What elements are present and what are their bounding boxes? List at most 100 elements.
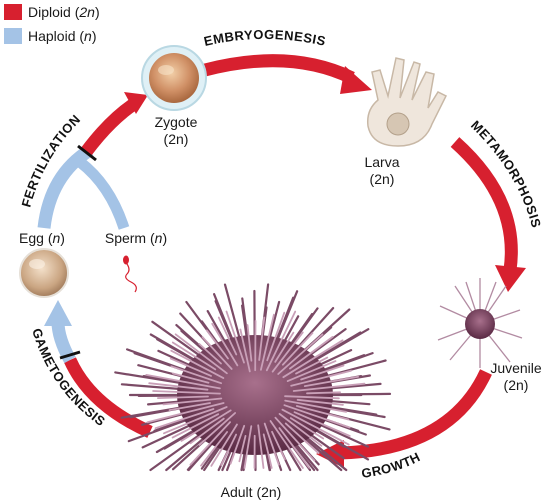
adult-spine-highlight	[168, 402, 212, 412]
adult-spine-highlight	[201, 336, 233, 370]
adult-spine-highlight	[286, 360, 337, 383]
gametogenesis-arrowhead	[44, 300, 72, 326]
adult-spine-highlight	[189, 421, 232, 466]
adult-spine-highlight	[296, 398, 344, 406]
legend-diploid: Diploid (2n)	[4, 4, 100, 20]
egg-image	[19, 248, 69, 298]
adult-spine-highlight	[289, 417, 325, 440]
adult-spine-highlight	[198, 343, 222, 365]
fertilization-arrowhead	[124, 92, 148, 114]
adult-spine-highlight	[266, 311, 286, 362]
adult-spine-highlight	[258, 316, 266, 361]
adult-spine-highlight	[274, 331, 295, 363]
adult-spine-highlight	[295, 405, 350, 421]
adult-spine-highlight	[200, 431, 229, 467]
adult-label: Adult (2n)	[220, 484, 282, 500]
adult-spine-highlight	[239, 328, 251, 373]
adult-spine-highlight	[189, 417, 225, 445]
zygote-label: Zygote (2n)	[148, 114, 204, 148]
adult-spine-highlight	[306, 391, 342, 395]
adult-image	[114, 283, 392, 472]
adult-spine-highlight	[170, 349, 225, 380]
legend-haploid: Haploid (n)	[4, 28, 97, 44]
gametogenesis-label: GAMETOGENESIS	[29, 326, 108, 429]
adult-spine-highlight	[156, 395, 209, 400]
adult-spine-highlight	[283, 404, 351, 429]
haploid-swatch	[4, 28, 22, 44]
adult-spine-highlight	[293, 411, 351, 437]
adult-spine-highlight	[277, 333, 324, 375]
adult-spine-highlight	[278, 412, 323, 447]
gametogenesis-arrow-diploid	[64, 357, 153, 438]
sperm-label: Sperm (n)	[104, 230, 168, 246]
embryogenesis-arrow	[203, 54, 355, 84]
adult-spine-highlight	[198, 412, 237, 446]
adult-spine-highlight	[148, 382, 209, 391]
adult-spine-highlight	[171, 413, 220, 439]
adult-spine-highlight	[262, 433, 273, 469]
adult-spine-highlight	[281, 408, 350, 446]
fertilization-branch-sperm	[76, 157, 130, 230]
adult-spine-highlight	[170, 365, 223, 385]
adult-spine-highlight	[265, 310, 297, 372]
adult-spine-highlight	[246, 324, 253, 362]
adult-spine-highlight	[238, 434, 247, 463]
adult-spine-highlight	[220, 433, 238, 467]
legend-haploid-label: Haploid (n)	[28, 28, 97, 44]
adult-spine-highlight	[162, 397, 223, 406]
adult-spine-highlight	[174, 333, 228, 375]
adult-spine-highlight	[211, 322, 239, 367]
diploid-swatch	[4, 4, 22, 20]
juvenile-image	[437, 278, 523, 368]
adult-spine-highlight	[172, 372, 210, 384]
adult-spine-highlight	[146, 402, 225, 424]
adult-spine-highlight	[217, 316, 238, 356]
fertilization-arrow	[80, 98, 138, 156]
larva-ploidy: (2n)	[369, 171, 395, 187]
adult-spine-highlight	[284, 395, 340, 400]
adult-spine-highlight	[284, 422, 320, 455]
juvenile-label: Juvenile (2n)	[484, 360, 548, 394]
sperm-image	[123, 255, 137, 293]
egg-label: Egg (n)	[19, 230, 65, 246]
adult-spine-highlight	[282, 339, 344, 379]
adult-spine-highlight	[225, 310, 245, 364]
adult-spine-highlight	[171, 341, 217, 371]
adult-spine-highlight	[169, 357, 213, 377]
adult-spine-highlight	[274, 416, 316, 462]
embryogenesis-label: EMBRYOGENESIS	[202, 27, 327, 49]
adult-spine-highlight	[271, 430, 286, 461]
adult-spine-highlight	[162, 406, 228, 435]
adult-spine-highlight	[269, 420, 304, 469]
adult-spine-highlight	[271, 331, 304, 373]
adult-spine-highlight	[243, 425, 253, 469]
adult-spine-highlight	[278, 427, 311, 469]
fertilization-branch-egg	[37, 144, 94, 229]
zygote-image	[141, 45, 207, 111]
adult-spine-highlight	[210, 423, 238, 467]
adult-spine-highlight	[263, 422, 280, 466]
adult-spine-highlight	[284, 399, 348, 413]
adult-spine-highlight	[205, 329, 229, 360]
adult-spine-highlight	[259, 313, 275, 371]
syngamy-marker	[77, 144, 97, 162]
legend-diploid-label: Diploid (2n)	[28, 4, 100, 20]
adult-spine-highlight	[145, 373, 221, 390]
metamorphosis-arrowhead	[495, 265, 526, 292]
adult-spine-highlight	[300, 364, 345, 381]
embryogenesis-arrowhead	[340, 66, 372, 94]
larva-image	[366, 57, 448, 147]
adult-spine-highlight	[290, 369, 352, 387]
adult-spine-highlight	[288, 335, 334, 370]
adult-spine-highlight	[303, 375, 360, 388]
juvenile-ploidy: (2n)	[503, 377, 529, 393]
adult-spine-highlight	[281, 332, 314, 366]
adult-spine-highlight	[154, 408, 215, 430]
growth-arrowhead	[316, 440, 344, 468]
larva-label: Larva (2n)	[356, 154, 408, 188]
adult-spine-highlight	[180, 409, 232, 442]
meiosis-marker	[59, 350, 81, 360]
growth-arrow	[339, 369, 492, 460]
adult-spine-highlight	[152, 390, 221, 395]
